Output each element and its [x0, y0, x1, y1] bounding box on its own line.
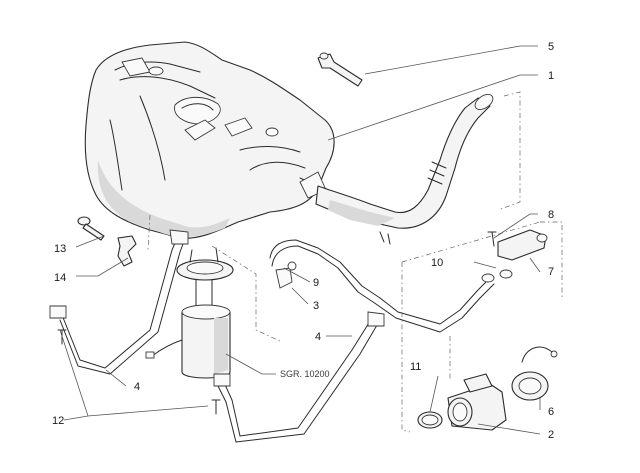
filler-neck-pipe [315, 93, 494, 245]
callout-11: 11 [410, 361, 421, 373]
part-11-clamp [417, 411, 443, 429]
callout-2: 2 [548, 429, 554, 441]
callout-4-left: 4 [134, 381, 140, 393]
part-13-bolt [77, 216, 105, 241]
leader-lines [59, 45, 541, 435]
part-4-strap-right [213, 311, 385, 443]
callout-5: 5 [548, 41, 554, 53]
part-4-strap-left [49, 229, 189, 375]
callout-6: 6 [548, 406, 554, 418]
fuel-pump-module [145, 247, 234, 379]
callout-13: 13 [54, 243, 66, 255]
part-5-bracket [317, 52, 363, 87]
part-2-filler-head [447, 373, 507, 431]
reference-label: SGR. 10200 [280, 369, 330, 379]
fuel-tank [84, 41, 335, 239]
breather-pipe [269, 239, 513, 333]
callout-1: 1 [548, 70, 554, 82]
callout-10: 10 [431, 257, 443, 269]
callout-4-right: 4 [315, 331, 321, 343]
callout-7: 7 [548, 266, 554, 278]
callout-labels: 5 1 13 14 9 3 4 4 12 8 10 7 11 6 2 SGR. … [52, 41, 554, 441]
part-7-valve [497, 229, 548, 261]
callout-8: 8 [548, 209, 554, 221]
callout-14: 14 [54, 272, 66, 284]
assembly-dashed-lines [147, 91, 563, 433]
part-14-elbow-fitting [117, 235, 137, 267]
part-6-fuel-cap [511, 346, 558, 401]
callout-9: 9 [313, 277, 319, 289]
callout-12: 12 [52, 415, 64, 427]
part-8-screw [487, 231, 497, 247]
callout-3: 3 [313, 300, 319, 312]
